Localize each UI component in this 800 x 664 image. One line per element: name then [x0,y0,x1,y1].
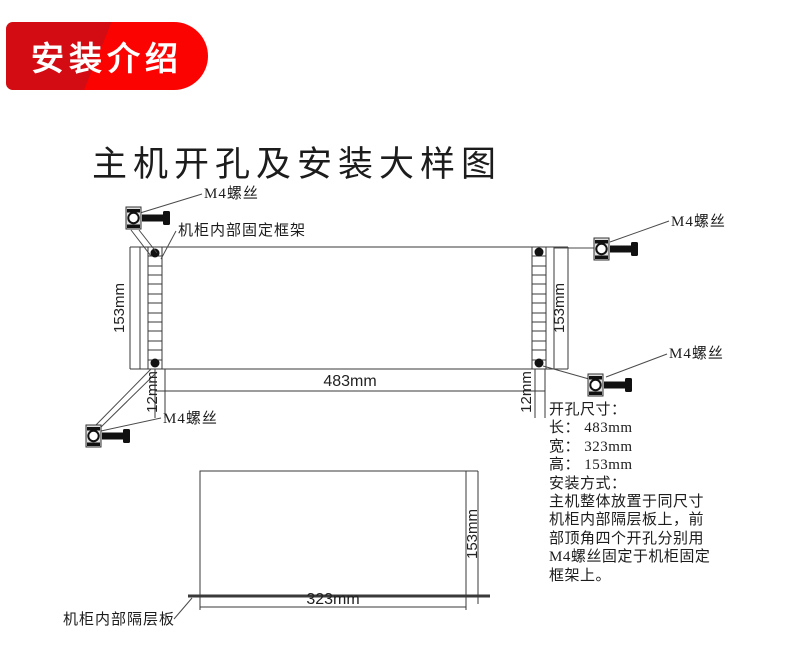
label-m4-bottom-left: M4螺丝 [163,410,218,427]
label-inner-shelf: 机柜内部隔层板 [63,610,175,628]
spec-text-block: 开孔尺寸： 长： 483mm 宽： 323mm 高： 153mm 安装方式： 主… [549,401,719,585]
hole-dot [534,247,544,257]
width-dim-lines [154,369,546,418]
hole-dot [150,248,160,258]
hole-dot [534,358,544,368]
hole-dot [150,358,160,368]
main-cutout-drawing [129,246,569,418]
dim-shelf-width: 323mm [306,591,359,608]
leader-lines [94,193,670,620]
section-banner: 安装介绍 [6,22,208,90]
left-frame-strip [147,247,163,369]
spec-line: 高： 153mm [549,457,633,474]
dim-right-height: 153mm [551,283,568,333]
cutout-rectangle [139,246,555,370]
m4-screw-icon [593,237,638,261]
dim-right-offset: 12mm [518,371,535,413]
spec-line: 机柜内部隔层板上，前 [549,512,705,529]
shelf-drawing [188,470,490,610]
m4-screw-icon [587,373,632,397]
label-inner-frame: 机柜内部固定框架 [178,222,306,239]
m4-screw-icon [125,206,170,230]
shelf-width-dim-line [199,596,467,610]
dim-left-offset: 12mm [144,371,161,413]
spec-line: 主机整体放置于同尺寸 [549,494,705,511]
section-banner-label: 安装介绍 [31,40,183,77]
right-height-dim-line [554,246,569,370]
spec-line: 宽： 323mm [549,438,633,455]
spec-line: 长： 483mm [549,420,633,437]
spec-line: 安装方式： [549,475,627,492]
left-height-dim-line [129,246,140,370]
shelf-rectangle [199,470,467,596]
page-title: 主机开孔及安装大样图 [92,145,503,184]
label-m4-top-right: M4螺丝 [671,213,726,230]
spec-line: 框架上。 [549,567,612,584]
dim-left-height: 153mm [111,283,128,333]
label-m4-bottom-right: M4螺丝 [669,345,724,362]
dim-top-width: 483mm [323,373,376,390]
shelf-height-dim-line [466,470,479,604]
right-frame-strip [531,247,547,369]
spec-line: 部顶角四个开孔分别用 [549,530,705,547]
m4-screw-icon [85,424,130,448]
spec-line: 开孔尺寸： [549,402,627,418]
screw-hole-dots [150,247,544,368]
label-m4-top-left: M4螺丝 [204,185,259,202]
spec-line: M4螺丝固定于机柜固定 [549,549,711,566]
dim-shelf-height: 153mm [464,509,481,559]
